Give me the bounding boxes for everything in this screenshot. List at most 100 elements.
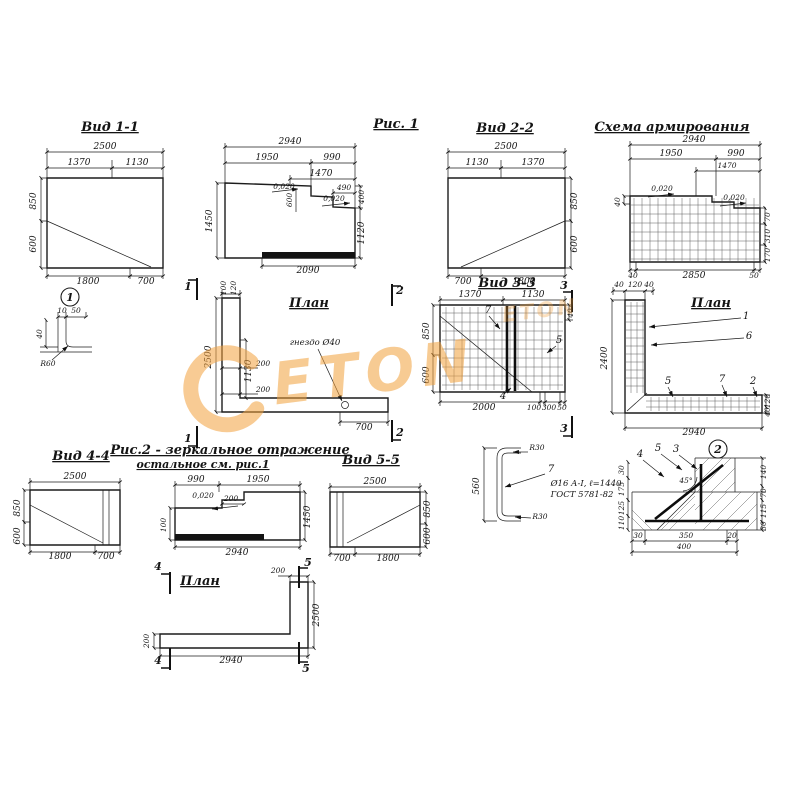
view-ris-1 — [215, 143, 363, 269]
socket-circle — [341, 401, 349, 409]
pos-leader — [667, 386, 674, 398]
pos-leader — [503, 387, 512, 395]
pos-5: 5 — [556, 335, 562, 346]
dim-label: 120 — [628, 280, 643, 289]
dim-label: 100 — [527, 403, 542, 412]
plan-right — [610, 287, 770, 459]
pos-1: 1 — [743, 311, 749, 322]
dim-label: 600 — [13, 527, 23, 544]
watermark-fragment: ETON — [501, 294, 579, 327]
dim-label: 50 — [749, 271, 759, 280]
reinforcement-mesh — [442, 307, 563, 390]
dim-label: 2940 — [682, 135, 706, 145]
drawing-primitive — [624, 299, 763, 414]
dim-label: 600 — [29, 235, 39, 252]
view-vid-4-4 — [22, 478, 123, 555]
pos-leader — [752, 386, 758, 398]
plan-bottom — [152, 566, 316, 670]
section-lines-4-5 — [169, 566, 300, 670]
pos-4: 4 — [636, 449, 643, 460]
dim-label: 1800 — [49, 552, 72, 562]
socket-leader — [317, 348, 343, 402]
dim-label: 2940 — [278, 137, 302, 147]
pos-leader — [488, 315, 501, 330]
watermark-logo-c — [183, 345, 265, 433]
socket-label: гнездо Ø40 — [290, 337, 341, 348]
rebar-gost: ГОСТ 5781-82 — [550, 490, 614, 500]
slope-arrow — [321, 201, 351, 207]
dim-label: 600 — [285, 193, 294, 208]
radius-label-r30: R30 — [531, 512, 547, 521]
dim-label: 0,020 — [192, 491, 214, 500]
drawing-primitive — [624, 141, 766, 273]
dim-label: 100 — [219, 281, 228, 296]
dim-label: 0,020 — [723, 193, 745, 202]
subtitle-ris-2: остальное см. рис.1 — [137, 458, 270, 471]
section-mark-3: 3 — [560, 279, 568, 292]
dim-label: 560 — [472, 477, 482, 494]
pos-2: 2 — [749, 376, 756, 387]
pos-5: 5 — [655, 443, 661, 454]
dim-label: 2850 — [682, 271, 706, 281]
dim-label: 100 — [159, 518, 168, 533]
dim-label: 700 — [355, 423, 372, 433]
dim-label: 40 — [613, 280, 624, 289]
section-flags — [563, 291, 572, 437]
drawing-primitive — [159, 581, 309, 649]
dim-label: 600 — [423, 527, 433, 544]
slope-arrow — [647, 192, 675, 198]
drawing-primitive — [24, 478, 121, 555]
section-mark-1: 1 — [184, 432, 192, 445]
dim-label: 50 — [557, 403, 567, 412]
dim-label: 850 — [422, 322, 432, 339]
radius-label-r60: R60 — [39, 359, 55, 368]
dim-label: 120 — [763, 394, 772, 409]
reinforcement-mesh — [646, 397, 760, 411]
drawing-primitive — [29, 489, 121, 546]
radius-leader — [51, 345, 69, 361]
dim-label: 30 — [617, 465, 626, 475]
dim-label: 30 — [633, 531, 643, 540]
title-shema-armirovaniya: Схема армирования — [595, 120, 750, 135]
dim-label: 1950 — [660, 149, 683, 159]
dim-label: 1800 — [377, 554, 400, 564]
dim-label: 850 — [570, 192, 580, 209]
dim-label: 1800 — [513, 277, 536, 287]
dim-label: 40 — [763, 407, 772, 418]
dim-label: 1950 — [256, 153, 279, 163]
dim-label: 200 — [142, 634, 151, 650]
view-shema-armirovaniya — [622, 141, 767, 273]
dim-label: 115 — [759, 504, 768, 519]
slope-arrow — [719, 201, 747, 207]
detail-node-2 — [626, 453, 766, 556]
dim-label: 40 — [566, 308, 575, 319]
dim-label: 1450 — [303, 505, 313, 528]
pos-leader — [660, 453, 683, 471]
angle-arc — [682, 476, 698, 492]
section-lines-1-2 — [196, 278, 393, 448]
dim-label: 700 — [137, 277, 154, 287]
section-mark-5: 5 — [302, 662, 310, 675]
dim-label: 1450 — [205, 209, 215, 232]
dim-label: 120 — [229, 281, 238, 296]
dim-label: 1470 — [717, 161, 736, 170]
dim-label: 70 — [759, 488, 768, 498]
pos-7: 7 — [548, 464, 555, 475]
dim-label: 310 — [763, 229, 772, 244]
dim-label: 1370 — [522, 158, 545, 168]
title-vid-5-5: Вид 5-5 — [341, 453, 400, 468]
view-vid-5-5 — [327, 483, 428, 557]
slope-arrow — [271, 187, 299, 193]
dim-label: 1130 — [126, 158, 149, 168]
title-vid-3-3: Вид 3-3 — [477, 276, 536, 291]
drawing-primitive — [154, 575, 314, 659]
dim-label: 1470 — [310, 169, 333, 179]
dim-label: 110 — [617, 516, 626, 531]
dim-label: 850 — [29, 192, 39, 209]
dim-label: 2500 — [93, 142, 117, 152]
dim-label: 2500 — [363, 477, 387, 487]
plan-center — [188, 278, 401, 448]
pos-3: 3 — [673, 444, 679, 455]
